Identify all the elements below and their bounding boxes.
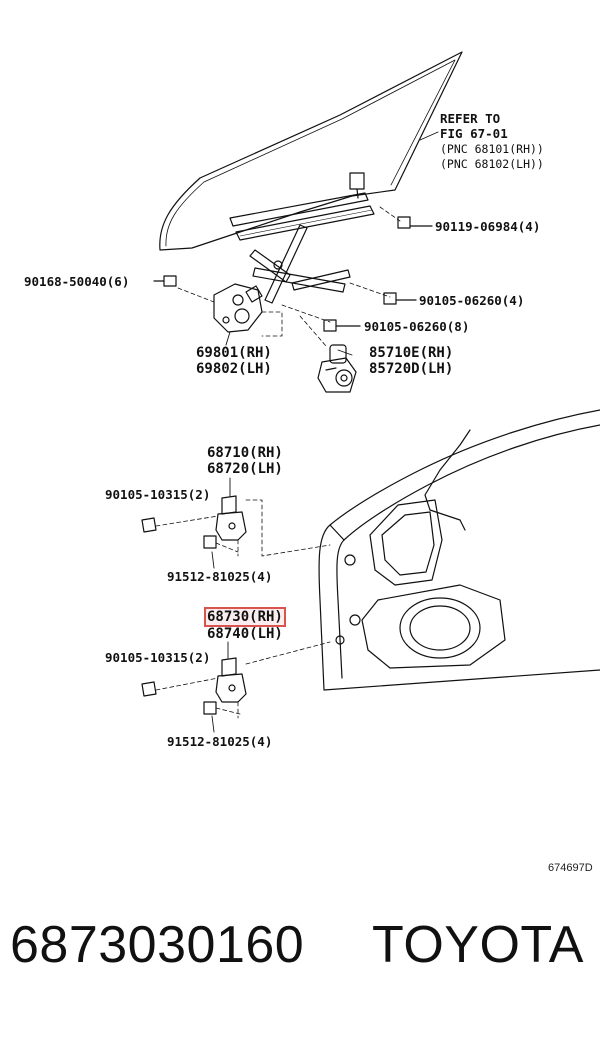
part-number-title: 6873030160: [10, 916, 305, 974]
part-label-90105-06260-8[interactable]: 90105-06260(8): [364, 319, 470, 334]
door-shell: [318, 409, 600, 691]
highlighted-part-number: 68730(RH): [204, 607, 286, 627]
part-label-90105-10315-upper[interactable]: 90105-10315(2): [105, 487, 211, 502]
refer-pnc-rh: (PNC 68101(RH)): [440, 142, 544, 156]
part-label-90105-10315-lower[interactable]: 90105-10315(2): [105, 650, 211, 665]
hinge-bolts: [141, 517, 217, 715]
refer-label: REFER TO: [440, 111, 501, 126]
part-label-68710[interactable]: 68710(RH): [207, 445, 283, 461]
upper-hinge: [215, 495, 247, 541]
part-label-69802[interactable]: 69802(LH): [196, 361, 272, 377]
part-label-85720d[interactable]: 85720D(LH): [369, 361, 454, 377]
part-label-90119-06984[interactable]: 90119-06984(4): [435, 219, 541, 234]
part-label-68720[interactable]: 68720(LH): [207, 461, 283, 477]
part-label-91512-81025-upper[interactable]: 91512-81025(4): [167, 569, 273, 584]
brand-name: TOYOTA: [372, 916, 584, 974]
bolts-top: [153, 216, 433, 332]
refer-fig-label: FIG 67-01: [440, 126, 508, 141]
part-label-68730-highlighted[interactable]: 68730(RH): [204, 607, 286, 627]
refer-pnc-lh: (PNC 68102(LH)): [440, 157, 544, 171]
glass-rail: [229, 172, 375, 241]
regulator-motor: [317, 344, 357, 393]
figure-code: 674697D: [548, 862, 593, 874]
part-label-85710e[interactable]: 85710E(RH): [369, 345, 454, 361]
lower-hinge: [215, 657, 247, 703]
window-regulator: [213, 224, 351, 333]
part-label-91512-81025-lower[interactable]: 91512-81025(4): [167, 734, 273, 749]
part-label-69801[interactable]: 69801(RH): [196, 345, 272, 361]
part-label-90105-06260-4[interactable]: 90105-06260(4): [419, 293, 525, 308]
door-glass: [159, 51, 463, 251]
part-label-68740[interactable]: 68740(LH): [207, 626, 283, 642]
part-label-90168-50040[interactable]: 90168-50040(6): [24, 274, 130, 289]
